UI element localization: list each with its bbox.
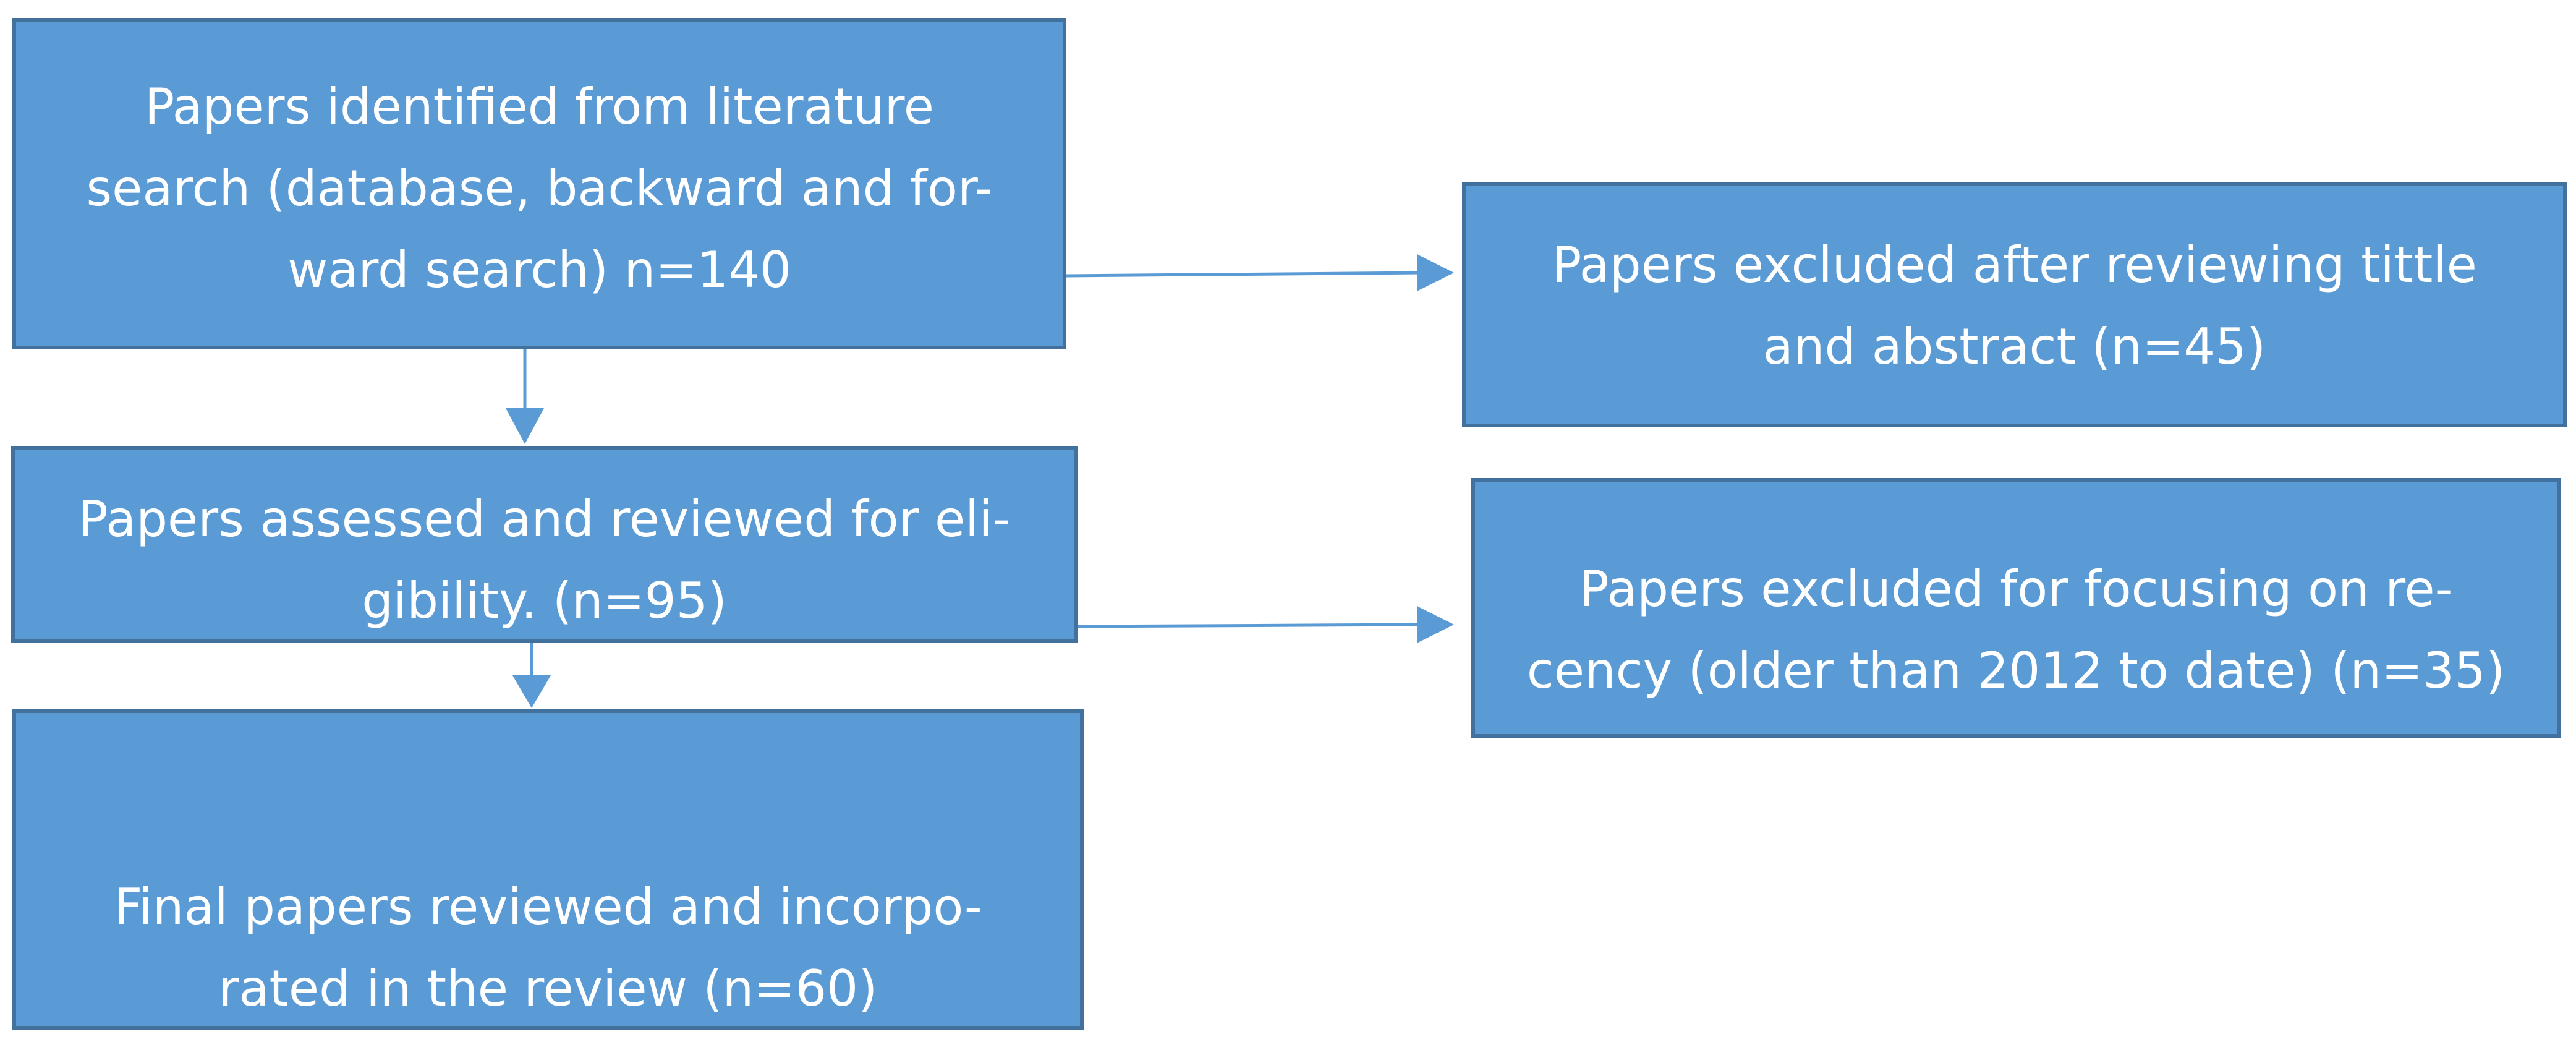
excluded-recency-line-1: Papers excluded for focusing on re-	[1579, 560, 2453, 618]
excluded-title-line-1: Papers excluded after reviewing tittle	[1552, 236, 2477, 294]
excluded-recency-box: Papers excluded for focusing on re- cenc…	[1471, 478, 2561, 738]
excluded-title-line-2: and abstract (n=45)	[1762, 318, 2266, 375]
arrow-identified-to-assessed	[506, 349, 544, 444]
papers-assessed-line-2: gibility. (n=95)	[362, 572, 727, 630]
excluded-recency-line-2: cency (older than 2012 to date) (n=35)	[1526, 642, 2506, 699]
papers-identified-line-1: Papers identified from literature	[145, 78, 934, 135]
papers-identified-line-3: ward search) n=140	[287, 241, 791, 299]
final-papers-box: Final papers reviewed and incorpo- rated…	[12, 709, 1084, 1030]
final-papers-line-2: rated in the review (n=60)	[218, 960, 878, 1017]
arrow-assessed-to-excluded-recency	[1077, 606, 1454, 643]
papers-assessed-line-1: Papers assessed and reviewed for eli-	[78, 490, 1011, 548]
final-papers-line-1: Final papers reviewed and incorpo-	[114, 878, 982, 936]
papers-identified-box: Papers identified from literature search…	[12, 18, 1066, 349]
arrow-identified-to-excluded-title	[1066, 254, 1454, 291]
papers-assessed-box: Papers assessed and reviewed for eli- gi…	[11, 446, 1078, 643]
papers-identified-line-2: search (database, backward and for-	[86, 160, 993, 217]
arrow-assessed-to-final	[512, 643, 551, 708]
excluded-title-abstract-box: Papers excluded after reviewing tittle a…	[1462, 182, 2567, 427]
